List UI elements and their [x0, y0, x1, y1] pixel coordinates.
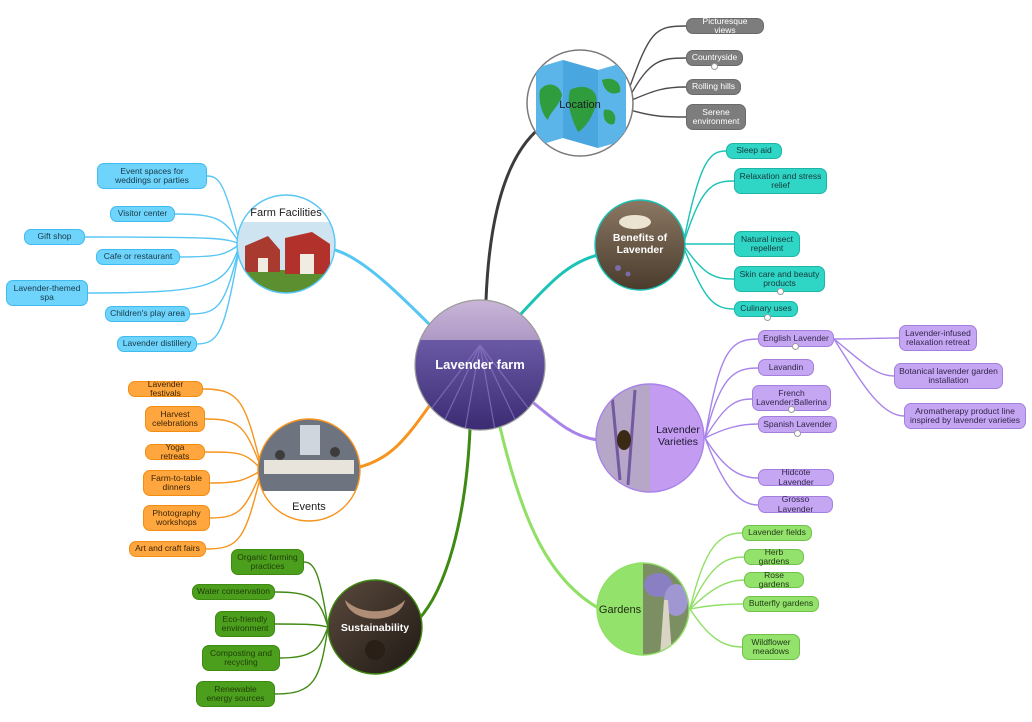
branch-benefits [518, 253, 600, 317]
leaf-aromatherapy-line[interactable]: Aromatherapy product line inspired by la… [904, 403, 1026, 429]
branch-events [354, 403, 432, 470]
leaf-relaxation[interactable]: Relaxation and stress relief [734, 168, 827, 194]
leaf-farm-to-table[interactable]: Farm-to-table dinners [143, 470, 210, 496]
leaf-organic-farming[interactable]: Organic farming practices [231, 549, 304, 575]
leaf-visitor-center[interactable]: Visitor center [110, 206, 175, 222]
benefits-label: Benefits of Lavender [612, 232, 668, 257]
leaf-botanical-installation[interactable]: Botanical lavender garden installation [894, 363, 1003, 389]
topic-gardens[interactable]: Gardens [596, 562, 690, 656]
location-label: Location [559, 99, 601, 111]
leaf-event-spaces[interactable]: Event spaces for weddings or parties [97, 163, 207, 189]
leaf-picturesque-views[interactable]: Picturesque views [686, 16, 764, 35]
topic-benefits[interactable]: Benefits of Lavender [594, 199, 686, 291]
note-icon[interactable] [794, 430, 801, 437]
leaf-art-craft-fairs[interactable]: Art and craft fairs [129, 541, 206, 557]
leaf-hidcote-lavender[interactable]: Hidcote Lavender [758, 467, 834, 486]
note-icon[interactable] [792, 343, 799, 350]
leaf-skin-care[interactable]: Skin care and beauty products [734, 266, 825, 292]
central-title: Lavender farm [435, 357, 525, 372]
central-topic[interactable]: Lavender farm [414, 299, 546, 431]
leaf-cafe-restaurant[interactable]: Cafe or restaurant [96, 249, 180, 265]
leaf-serene-environment[interactable]: Serene environment [686, 104, 746, 130]
topic-varieties[interactable]: Lavender Varieties [595, 383, 706, 493]
leaf-gift-shop[interactable]: Gift shop [24, 229, 85, 245]
leaf-butterfly-gardens[interactable]: Butterfly gardens [743, 596, 819, 612]
events-label: Events [292, 501, 326, 513]
topic-events[interactable]: Events [257, 418, 361, 522]
main-branches [333, 125, 602, 622]
leaf-eco-friendly[interactable]: Eco-friendly environment [215, 611, 275, 637]
branch-facilities [333, 248, 432, 327]
leaf-renewable-energy[interactable]: Renewable energy sources [196, 681, 275, 707]
note-icon[interactable] [711, 63, 718, 70]
leaf-distillery[interactable]: Lavender distillery [117, 336, 197, 352]
facilities-label: Farm Facilities [250, 207, 322, 219]
leaf-rose-gardens[interactable]: Rose gardens [744, 570, 804, 589]
varieties-label: Lavender Varieties [656, 424, 700, 449]
leaf-relaxation-retreat[interactable]: Lavender-infused relaxation retreat [899, 325, 977, 351]
leaf-herb-gardens[interactable]: Herb gardens [744, 547, 804, 566]
leaf-rolling-hills[interactable]: Rolling hills [686, 79, 741, 95]
topic-sustainability[interactable]: Sustainability [327, 579, 423, 675]
map-icon [536, 60, 626, 148]
leaf-photography-workshops[interactable]: Photography workshops [143, 505, 210, 531]
leaf-water-conservation[interactable]: Water conservation [192, 584, 275, 600]
leaf-lavender-festivals[interactable]: Lavender festivals [128, 379, 203, 398]
branch-sustainability [416, 427, 472, 622]
gardens-label: Gardens [599, 604, 642, 616]
leaf-connectors [84, 25, 905, 695]
leaf-wildflower-meadows[interactable]: Wildflower meadows [742, 634, 800, 660]
leaf-sleep-aid[interactable]: Sleep aid [726, 143, 782, 159]
leaf-harvest-celebrations[interactable]: Harvest celebrations [145, 406, 205, 432]
leaf-lavender-spa[interactable]: Lavender-themed spa [6, 280, 88, 306]
leaf-grosso-lavender[interactable]: Grosso Lavender [758, 494, 833, 513]
branch-gardens [498, 425, 602, 611]
note-icon[interactable] [788, 406, 795, 413]
leaf-yoga-retreats[interactable]: Yoga retreats [145, 442, 205, 461]
note-icon[interactable] [777, 288, 784, 295]
branch-location [484, 125, 543, 302]
branch-varieties [528, 398, 600, 442]
topic-location[interactable]: Location [526, 49, 634, 157]
note-icon[interactable] [764, 314, 771, 321]
topic-facilities[interactable]: Farm Facilities [236, 194, 336, 295]
leaf-composting[interactable]: Composting and recycling [202, 645, 280, 671]
leaf-play-area[interactable]: Children's play area [105, 306, 190, 322]
leaf-lavender-fields[interactable]: Lavender fields [742, 525, 812, 541]
leaf-lavandin[interactable]: Lavandin [758, 359, 814, 376]
leaf-insect-repellent[interactable]: Natural insect repellent [734, 231, 800, 257]
sustainability-label: Sustainability [341, 622, 409, 634]
